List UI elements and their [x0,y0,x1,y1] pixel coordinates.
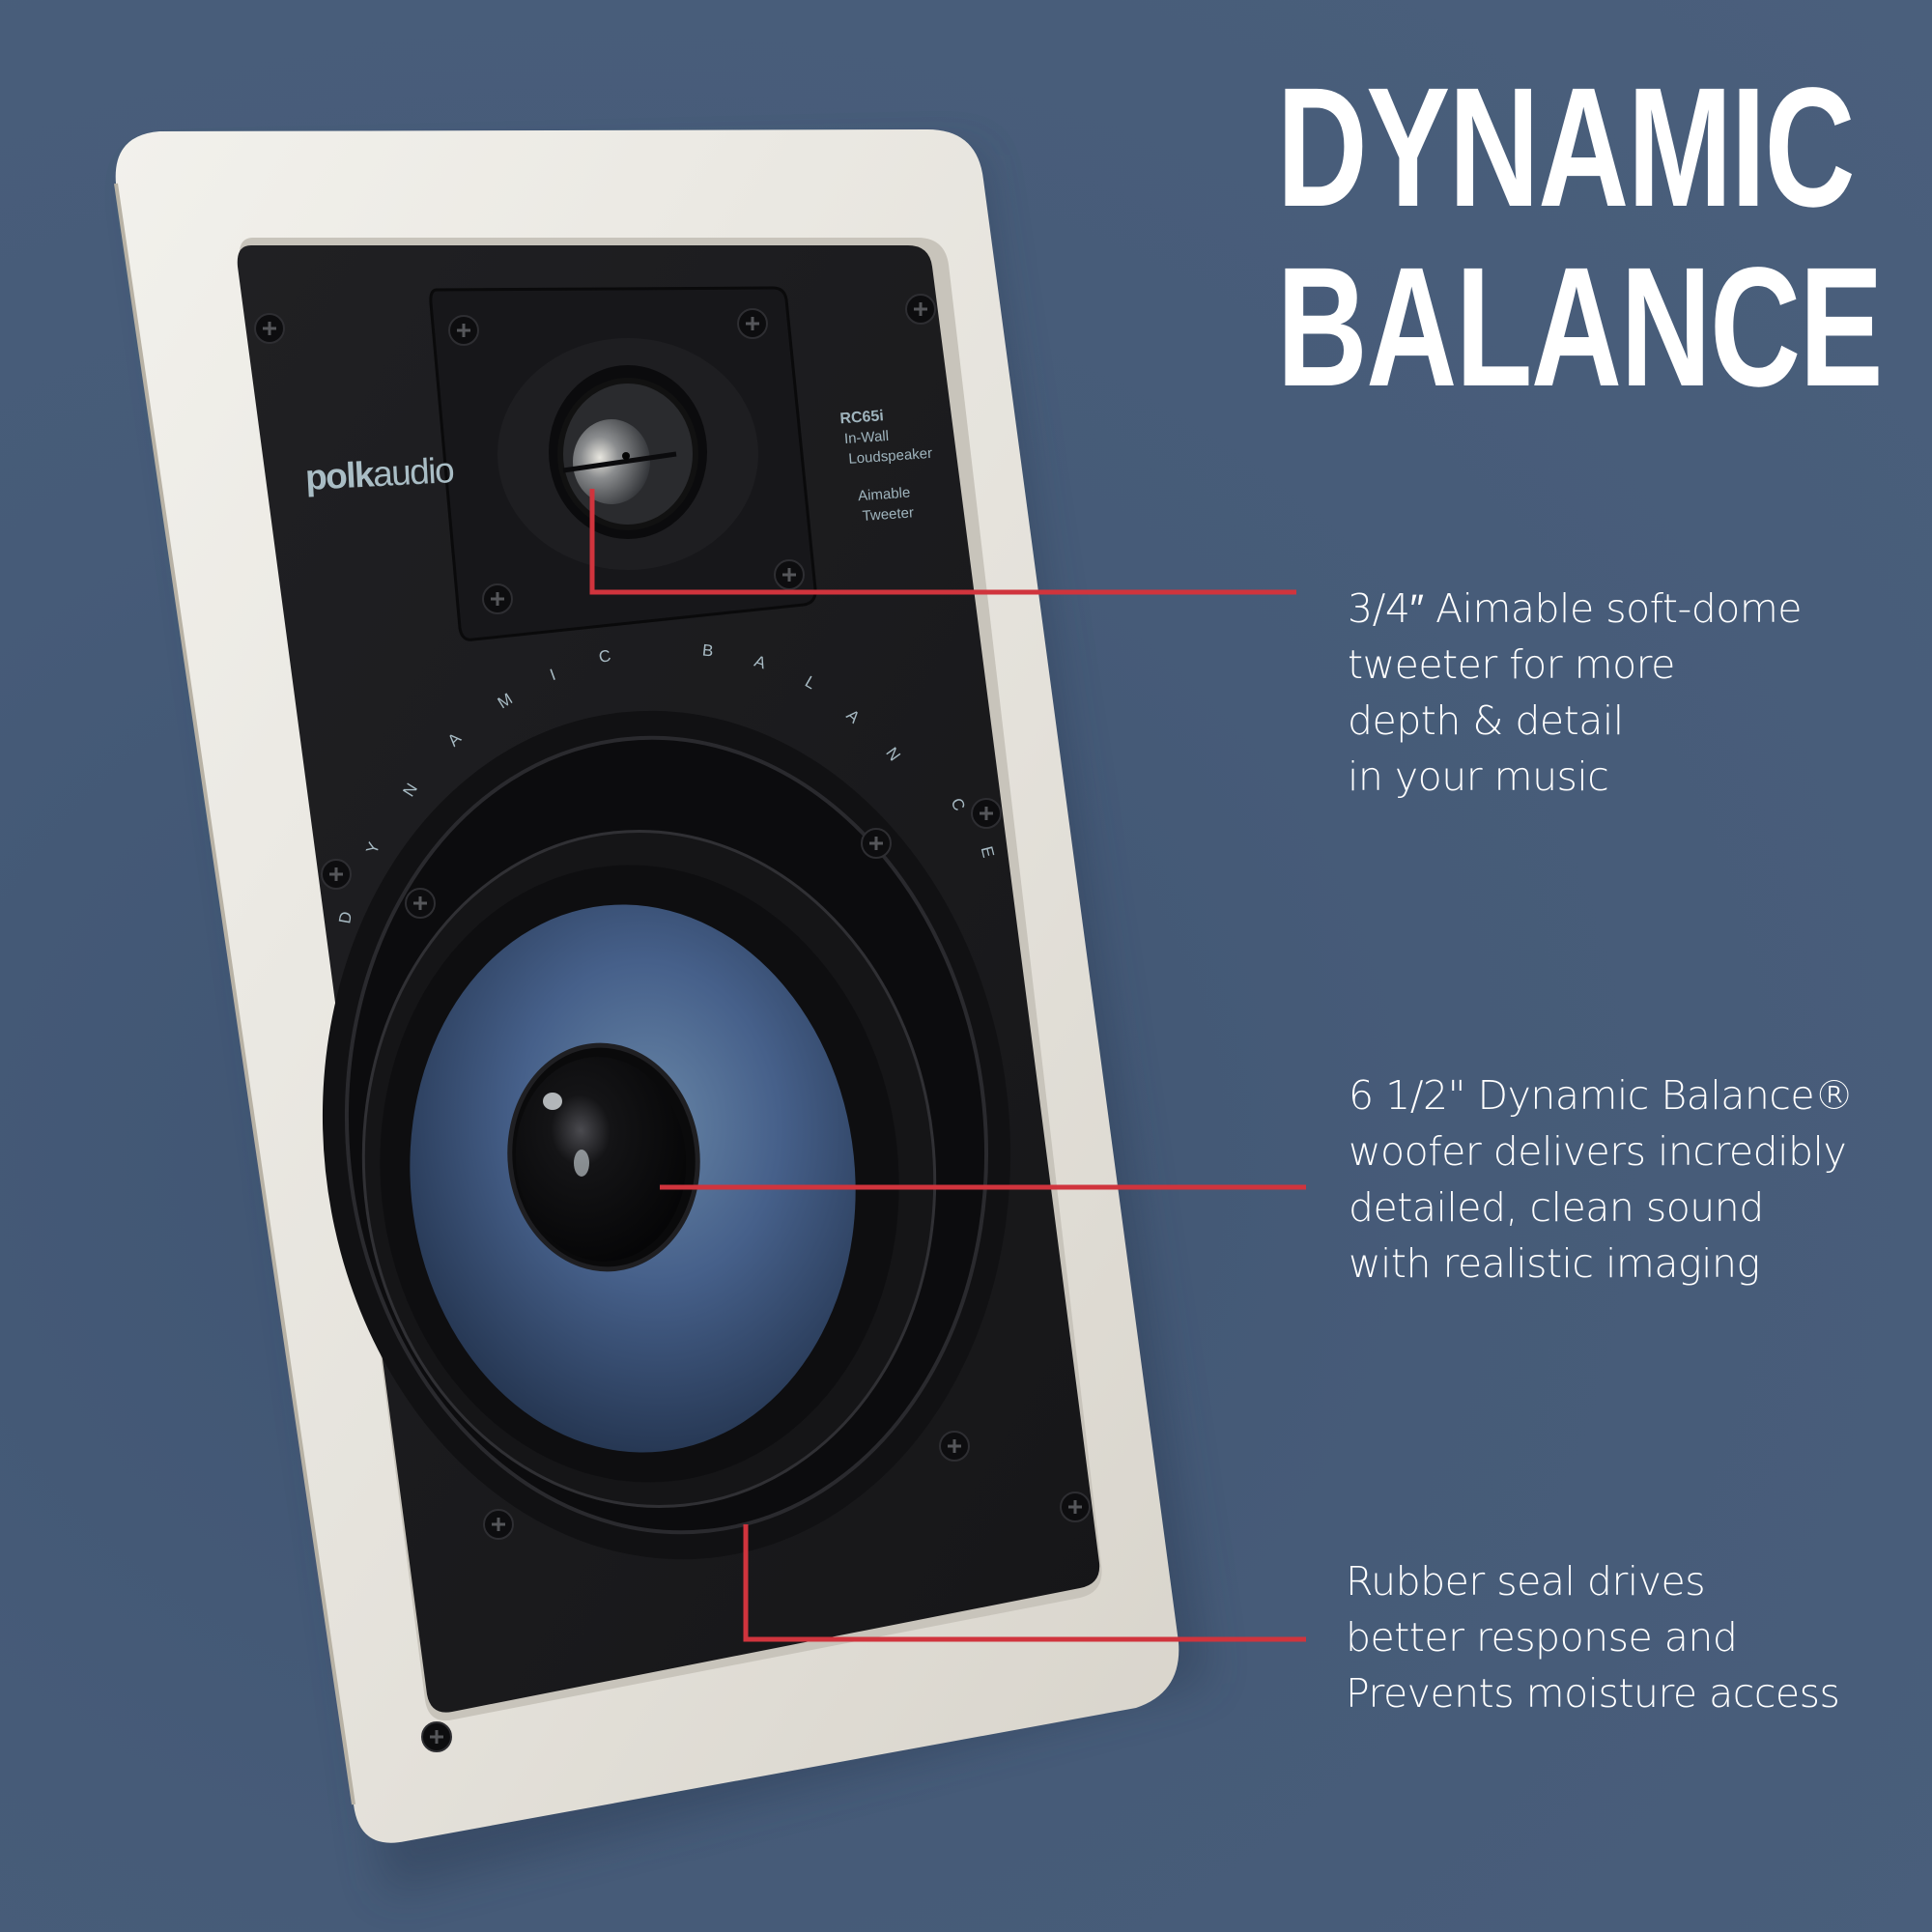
callout-line: better response and [1346,1614,1738,1661]
model-label: RC65i In-Wall Loudspeaker Aimable Tweete… [839,403,937,527]
callout-line: 6 1/2" Dynamic Balance® [1349,1072,1854,1119]
rubber-seal-callout: Rubber seal drives better response and P… [1346,1553,1840,1721]
seal-callout-line [743,1524,1306,1642]
callout-line: 3/4″ Aimable soft-dome [1348,585,1803,632]
callout-line: Prevents moisture access [1346,1670,1840,1717]
callout-line: tweeter for more [1348,641,1675,688]
woofer [322,710,1011,1560]
woofer-callout: 6 1/2" Dynamic Balance® woofer delivers … [1349,1067,1854,1292]
callout-line: woofer delivers incredibly [1349,1128,1847,1175]
callout-line: detailed, clean sound [1349,1184,1764,1231]
callout-lines [589,489,1306,1642]
callout-line: with realistic imaging [1349,1240,1760,1287]
title-line-2: BALANCE [1276,233,1884,422]
tweeter-plate [429,286,817,641]
tweeter-callout: 3/4″ Aimable soft-dome tweeter for more … [1348,581,1803,805]
brand-logo: polkaudio [304,450,455,497]
callout-line: depth & detail [1348,697,1624,744]
title-line-1: DYNAMIC [1276,53,1856,242]
page-title: DYNAMIC BALANCE [1276,53,1884,422]
arc-letter: B [701,640,715,661]
tweeter-callout-line [589,489,1296,595]
callout-line: Rubber seal drives [1346,1558,1706,1605]
callout-line: in your music [1348,753,1609,800]
